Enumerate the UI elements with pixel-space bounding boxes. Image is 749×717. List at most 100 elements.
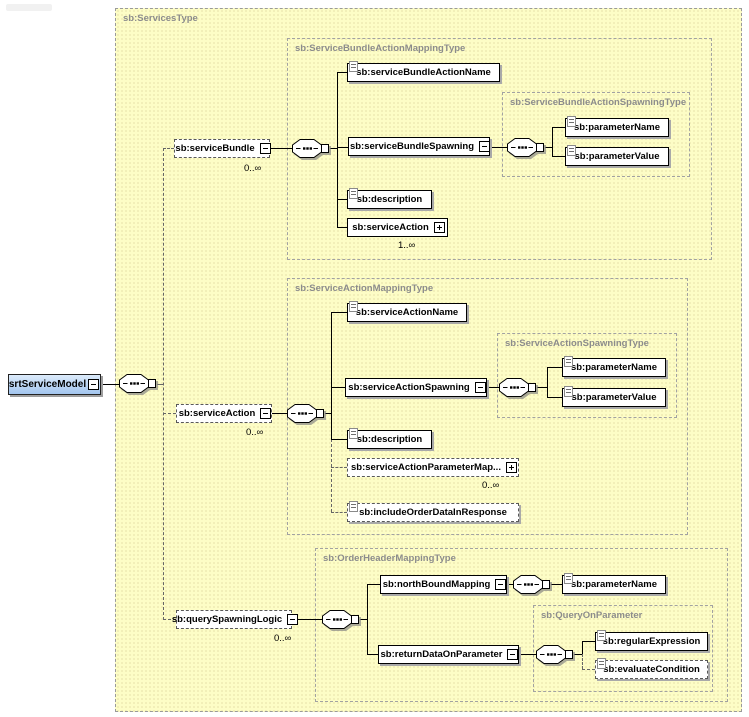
expand-toggle[interactable] — [505, 462, 517, 473]
element-evaluate-condition[interactable]: sb:evaluateCondition — [595, 658, 708, 679]
element-parameter-value[interactable]: sb:parameterValue — [562, 386, 666, 407]
element-include-order-data-in-response[interactable]: sb:includeOrderDataInResponse — [347, 501, 519, 522]
element-label: sb:querySpawningLogic — [171, 614, 283, 625]
sequence-icon[interactable] — [322, 610, 360, 629]
connector-line — [552, 156, 565, 157]
element-service-bundle-action-name[interactable]: sb:serviceBundleActionName — [347, 61, 500, 82]
element-label: sb:northBoundMapping — [382, 579, 491, 590]
action-spawning-type-label: sb:ServiceActionSpawningType — [505, 338, 649, 349]
element-srt-service-model[interactable]: srtServiceModel — [8, 374, 101, 395]
connector-line — [582, 641, 595, 642]
element-parameter-name[interactable]: sb:parameterName — [562, 356, 666, 377]
sequence-handle[interactable] — [542, 580, 550, 589]
element-label: sb:parameterName — [573, 122, 661, 133]
element-query-spawning-logic[interactable]: sb:querySpawningLogic — [172, 610, 299, 632]
sequence-handle[interactable] — [536, 143, 544, 152]
occurrence-label: 0..∞ — [482, 480, 500, 491]
connector-line — [163, 148, 164, 620]
element-label: sb:serviceActionName — [355, 307, 459, 318]
collapse-toggle[interactable] — [479, 141, 491, 152]
text-content-icon — [564, 573, 573, 584]
element-service-action-name[interactable]: sb:serviceActionName — [347, 301, 467, 322]
sequence-icon[interactable] — [119, 374, 157, 393]
element-label: sb:serviceBundle — [175, 143, 255, 154]
connector-line — [547, 367, 548, 398]
element-parameter-name[interactable]: sb:parameterName — [562, 573, 666, 594]
element-parameter-name[interactable]: sb:parameterName — [565, 116, 669, 137]
connector-line — [582, 654, 583, 669]
connector-line — [545, 147, 552, 148]
sequence-icon[interactable] — [536, 645, 574, 664]
connector-line — [272, 413, 287, 414]
sequence-handle[interactable] — [565, 650, 573, 659]
collapse-toggle[interactable] — [474, 382, 486, 393]
sequence-handle[interactable] — [148, 379, 156, 388]
text-content-icon — [349, 61, 358, 72]
connector-line — [331, 387, 345, 388]
collapse-toggle[interactable] — [88, 379, 100, 390]
element-description[interactable]: sb:description — [347, 428, 432, 449]
element-service-action[interactable]: sb:serviceAction — [176, 404, 275, 426]
connector-line — [507, 584, 513, 585]
connector-line — [360, 619, 367, 620]
element-description[interactable]: sb:description — [347, 188, 432, 209]
element-service-action-spawning[interactable]: sb:serviceActionSpawning — [345, 378, 487, 397]
connector-line — [337, 147, 348, 148]
element-label: sb:evaluateCondition — [603, 664, 700, 675]
text-content-icon — [597, 658, 606, 669]
element-label: sb:description — [356, 194, 423, 205]
element-label: sb:serviceBundleActionName — [356, 67, 491, 78]
sequence-handle[interactable] — [321, 144, 329, 153]
connector-line — [487, 387, 499, 388]
element-label: sb:regularExpression — [602, 636, 701, 647]
connector-line — [582, 641, 583, 654]
expand-toggle[interactable] — [433, 222, 445, 233]
element-label: sb:parameterName — [570, 362, 658, 373]
sequence-icon[interactable] — [287, 404, 325, 423]
connector-line — [337, 72, 338, 228]
sequence-icon[interactable] — [513, 575, 551, 594]
sequence-handle[interactable] — [351, 615, 359, 624]
element-parameter-value[interactable]: sb:parameterValue — [565, 145, 669, 166]
sequence-icon[interactable] — [292, 139, 330, 158]
services-type-label: sb:ServicesType — [123, 13, 198, 24]
connector-line — [552, 127, 565, 128]
collapse-toggle[interactable] — [495, 579, 507, 590]
connector-line — [367, 654, 378, 655]
sequence-handle[interactable] — [316, 409, 324, 418]
element-label: sb:parameterName — [570, 579, 658, 590]
connector-line — [367, 584, 368, 654]
connector-line — [551, 584, 562, 585]
sequence-icon[interactable] — [499, 378, 537, 397]
text-content-icon — [349, 188, 358, 199]
text-content-icon — [567, 116, 576, 127]
element-label: sb:serviceBundleSpawning — [349, 141, 475, 152]
connector-line — [519, 654, 536, 655]
element-label: sb:serviceActionParameterMap... — [351, 462, 501, 473]
collapse-toggle[interactable] — [287, 614, 299, 625]
text-content-icon — [597, 630, 606, 641]
sequence-icon[interactable] — [507, 138, 545, 157]
query-on-parameter-label: sb:QueryOnParameter — [541, 610, 643, 621]
collapse-toggle[interactable] — [507, 649, 519, 660]
element-service-bundle-spawning[interactable]: sb:serviceBundleSpawning — [348, 137, 491, 156]
collapse-toggle[interactable] — [260, 408, 272, 419]
order-header-type-label: sb:OrderHeaderMappingType — [323, 553, 456, 564]
element-service-bundle[interactable]: sb:serviceBundle — [174, 139, 273, 161]
element-regular-expression[interactable]: sb:regularExpression — [595, 630, 708, 651]
element-return-data-on-parameter[interactable]: sb:returnDataOnParameter — [378, 645, 519, 664]
occurrence-label: 0..∞ — [246, 427, 264, 438]
query-on-parameter-box: sb:QueryOnParameter — [533, 605, 713, 692]
connector-line — [331, 312, 332, 439]
element-service-action-collapsed[interactable]: sb:serviceAction — [347, 218, 451, 240]
sequence-handle[interactable] — [528, 383, 536, 392]
element-service-action-parameter-map[interactable]: sb:serviceActionParameterMap... — [347, 458, 522, 480]
text-content-icon — [567, 145, 576, 156]
order-header-type-box: sb:OrderHeaderMappingType — [315, 548, 728, 702]
element-label: sb:description — [356, 434, 423, 445]
connector-line — [337, 199, 347, 200]
element-north-bound-mapping[interactable]: sb:northBoundMapping — [380, 575, 507, 594]
collapse-toggle[interactable] — [259, 143, 271, 154]
connector-line — [331, 312, 347, 313]
occurrence-label: 0..∞ — [274, 633, 292, 644]
